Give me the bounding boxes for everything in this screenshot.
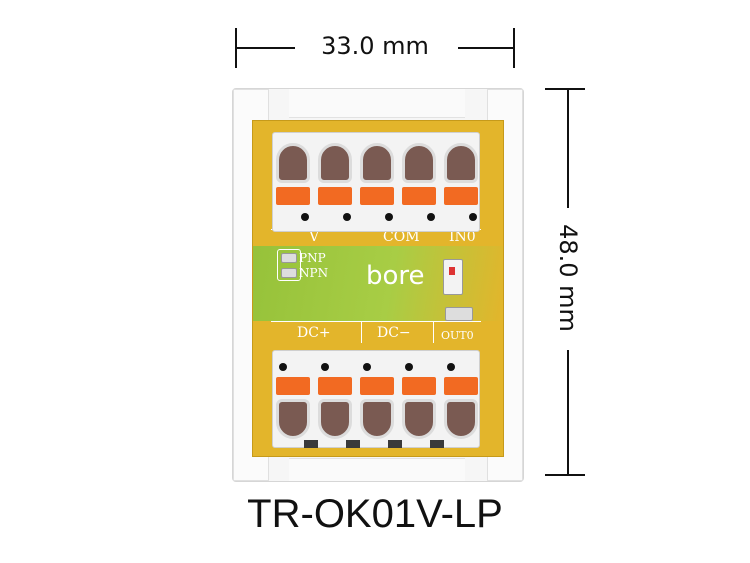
top-lever-4 [402, 187, 436, 205]
bottom-test-hole-2 [321, 363, 329, 371]
pnp-jumper-pad [281, 253, 297, 263]
width-dim-line-right [458, 47, 515, 49]
bottom-wire-slot-4 [402, 399, 436, 439]
bottom-terminal-block [272, 350, 480, 448]
top-lever-3 [360, 187, 394, 205]
housing-bottom-tab [289, 458, 465, 481]
bottom-clip-1 [304, 440, 318, 448]
top-test-hole-5 [469, 213, 477, 221]
height-dim-line-top [567, 88, 569, 208]
silk-label-out0: OUT0 [441, 329, 474, 342]
top-wire-slot-5 [444, 143, 478, 183]
silk-label-npn: NPN [299, 266, 329, 280]
top-wire-slot-4 [402, 143, 436, 183]
bottom-clip-4 [430, 440, 444, 448]
bottom-clip-2 [346, 440, 360, 448]
bottom-test-hole-1 [279, 363, 287, 371]
silk-line-mid [271, 321, 481, 322]
top-test-hole-2 [343, 213, 351, 221]
bottom-wire-slot-2 [318, 399, 352, 439]
bottom-lever-3 [360, 377, 394, 395]
brand-logo: bore [366, 261, 425, 291]
height-dim-top-tick [545, 88, 585, 90]
bottom-lever-4 [402, 377, 436, 395]
height-dim-bottom-tick [545, 474, 585, 476]
top-lever-5 [444, 187, 478, 205]
bottom-lever-2 [318, 377, 352, 395]
width-dimension-label: 33.0 mm [321, 32, 429, 60]
silk-label-v: V [309, 229, 320, 245]
bottom-test-hole-4 [405, 363, 413, 371]
jumper-frame [277, 249, 301, 281]
top-test-hole-3 [385, 213, 393, 221]
bottom-test-hole-3 [363, 363, 371, 371]
top-terminal-block [272, 132, 480, 232]
top-wire-slot-2 [318, 143, 352, 183]
product-model-name: TR-OK01V-LP [247, 492, 503, 536]
height-dim-line-bottom [567, 350, 569, 476]
status-led [443, 259, 463, 295]
status-led-dot [449, 267, 455, 275]
bottom-wire-slot-5 [444, 399, 478, 439]
top-test-hole-1 [301, 213, 309, 221]
bottom-test-hole-5 [447, 363, 455, 371]
silk-label-dc-minus: DC− [377, 325, 411, 341]
top-wire-slot-3 [360, 143, 394, 183]
bottom-lever-1 [276, 377, 310, 395]
bottom-wire-slot-1 [276, 399, 310, 439]
silk-line-divider-2 [433, 321, 434, 343]
top-lever-2 [318, 187, 352, 205]
bottom-wire-slot-3 [360, 399, 394, 439]
silk-line-divider [361, 321, 362, 343]
silk-label-pnp: PNP [299, 251, 326, 265]
top-test-hole-4 [427, 213, 435, 221]
silk-label-in0: IN0 [449, 229, 476, 245]
bottom-clip-3 [388, 440, 402, 448]
width-dim-line-left [235, 47, 295, 49]
bottom-lever-5 [444, 377, 478, 395]
npn-jumper-pad [281, 268, 297, 278]
top-lever-1 [276, 187, 310, 205]
out-led [445, 307, 473, 321]
housing-top-tab [289, 89, 465, 118]
height-dimension-label: 48.0 mm [554, 224, 582, 332]
silk-label-com: COM [383, 229, 420, 245]
silk-label-dc-plus: DC+ [297, 325, 331, 341]
top-wire-slot-1 [276, 143, 310, 183]
